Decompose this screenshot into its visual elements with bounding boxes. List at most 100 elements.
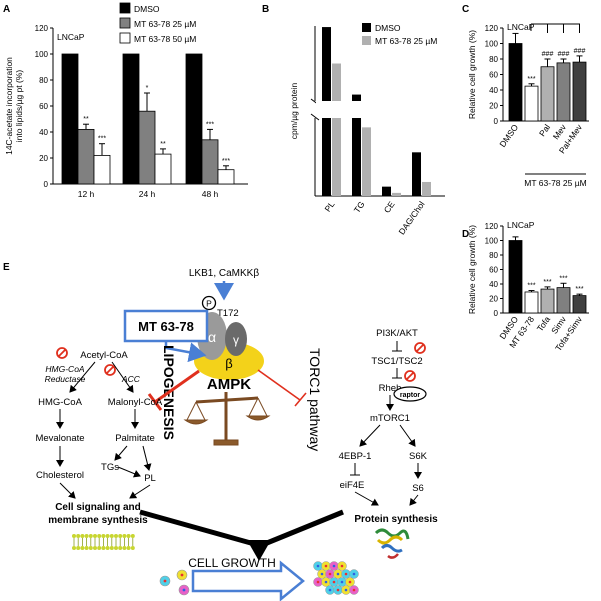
cluster-nucleus [324, 580, 328, 584]
d-bar [556, 287, 571, 314]
phospho-circle [201, 295, 217, 311]
c-ytick-label: 40 [489, 86, 498, 95]
c-star: ### [574, 48, 586, 55]
membrane-head [76, 534, 81, 538]
hmgcoa-reductase-label-2: Reductase [45, 374, 86, 384]
a-bar [122, 53, 140, 185]
s6k-label: S6K [409, 451, 428, 462]
c-star: *** [527, 76, 535, 83]
d-bar [508, 240, 523, 314]
pi3k-akt-label: PI3K/AKT [376, 328, 418, 339]
cluster-nucleus [316, 564, 320, 568]
d-ytick-label: 100 [485, 237, 499, 246]
c-bar [508, 43, 523, 122]
b-legend-swatch [362, 36, 371, 45]
torc1-pathway: PI3K/AKT TSC1/TSC2 Rheb raptor mTORC1 4E… [339, 328, 438, 559]
d-ytick-label: 0 [494, 309, 499, 318]
drug-label: MT 63-78 [138, 319, 194, 334]
cluster-nucleus [352, 588, 356, 592]
panel-letter-c: C [462, 4, 469, 15]
cluster-nucleus [328, 588, 332, 592]
membrane-head [105, 534, 110, 538]
membrane-head [109, 534, 114, 538]
cluster-nucleus [336, 572, 340, 576]
d-ytick-label: 40 [489, 280, 498, 289]
a-legend-swatch [119, 32, 131, 44]
membrane-head [101, 546, 106, 550]
d-bar [540, 288, 555, 314]
a-star: *** [206, 121, 214, 128]
membrane-head [84, 546, 89, 550]
a-ytick-label: 0 [44, 180, 49, 189]
b-bar [362, 127, 371, 196]
membrane-head [130, 534, 135, 538]
malonyl-coa-label: Malonyl-CoA [108, 397, 163, 408]
gamma-label: γ [233, 333, 239, 347]
protein-synthesis-label: Protein synthesis [354, 514, 438, 525]
raptor-inhibitor-icon [404, 370, 416, 382]
membrane-head [88, 546, 93, 550]
b-bar [392, 192, 401, 196]
gamma-subunit [225, 322, 247, 356]
a-xtick-label: 48 h [202, 189, 219, 199]
single-cells-icon [159, 569, 190, 596]
hmgcoa-reductase-inhibitor-icon [56, 347, 68, 359]
hmg-coa-label: HMG-CoA [38, 397, 82, 408]
phospho-label: P [206, 299, 212, 309]
torc1-label: TORC1 pathway [307, 348, 323, 451]
cholesterol-label: Cholesterol [36, 470, 84, 481]
a-ytick-label: 40 [39, 128, 48, 137]
b-bar [352, 118, 361, 196]
a-bar [154, 153, 172, 185]
d-ytick-label: 20 [489, 295, 498, 304]
tsc-inhibitor-icon [414, 342, 426, 354]
cluster-nucleus [328, 572, 332, 576]
a-bar [61, 53, 79, 185]
membrane-head [84, 534, 89, 538]
a-bar [217, 169, 235, 185]
a-ytick-label: 20 [39, 154, 48, 163]
c-ytick-label: 0 [494, 117, 499, 126]
tsc-label: TSC1/TSC2 [371, 356, 422, 367]
eif4e-label: eiF4E [340, 480, 365, 491]
b-ylabel: cpm/µg protein [289, 83, 299, 140]
a-legend-swatch [119, 2, 131, 14]
c-bar [556, 62, 571, 122]
a-star: ** [160, 141, 166, 148]
panel-letter-a: A [3, 4, 10, 15]
c-bar [572, 61, 587, 122]
membrane-head [118, 534, 123, 538]
tgs-label: TGs [101, 462, 119, 473]
membrane-head [130, 546, 135, 550]
a-bar [93, 154, 111, 185]
b-bar [322, 118, 331, 196]
b-bar-upper [332, 63, 341, 101]
panel-letter-e: E [3, 262, 10, 273]
convergence-left [139, 509, 259, 548]
c-cell-line: LNCaP [507, 22, 535, 32]
membrane-head [72, 546, 76, 550]
balance-scale-icon [183, 392, 271, 446]
cell-growth-label: CELL GROWTH [188, 556, 276, 570]
b-legend-label: DMSO [375, 23, 401, 33]
cluster-nucleus [340, 580, 344, 584]
convergence-right [261, 509, 344, 548]
beta-label: β [225, 356, 232, 371]
membrane-head [76, 546, 81, 550]
s6-label: S6 [412, 483, 424, 494]
c-ytick-label: 80 [489, 55, 498, 64]
c-ytick-label: 100 [485, 40, 499, 49]
b-xtick-label: PL [322, 199, 336, 213]
panel-letter-b: B [262, 4, 269, 15]
a-xtick-label: 24 h [139, 189, 156, 199]
a-bar [201, 139, 219, 185]
membrane-head [122, 546, 127, 550]
panel-e: E LKB1, CaMKKβ P T172 α γ β AMPK MT 63-7… [3, 262, 438, 601]
protein-structure-icon [374, 528, 410, 559]
